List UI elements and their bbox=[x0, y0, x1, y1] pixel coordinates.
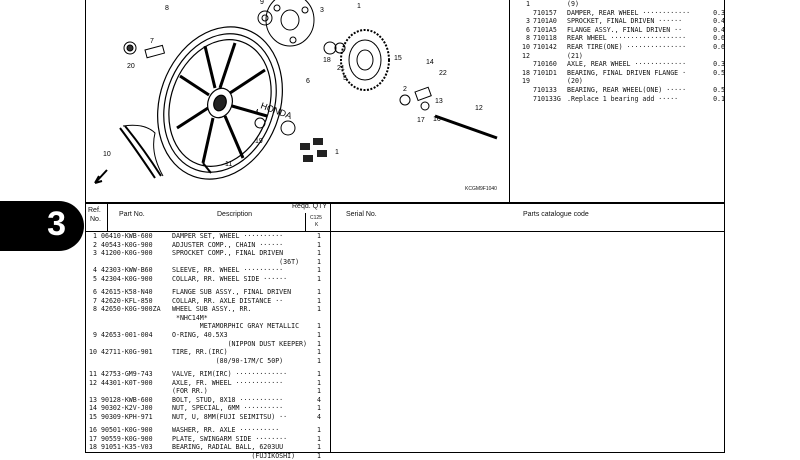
callout-21: 21 bbox=[337, 65, 345, 72]
callout-17: 17 bbox=[417, 117, 425, 124]
callout-11: 11 bbox=[225, 161, 232, 168]
header-catalogue-code: Parts catalogue code bbox=[523, 211, 589, 218]
callout-8: 8 bbox=[165, 5, 169, 12]
callout-3: 3 bbox=[320, 7, 324, 14]
header-reqd-qty: Reqd. QTY bbox=[292, 203, 328, 210]
callout-1: 1 bbox=[357, 3, 361, 10]
side-list-row: 19(20) bbox=[522, 77, 583, 86]
callout-1b: 1 bbox=[335, 149, 339, 156]
valve-drawing bbox=[202, 162, 212, 174]
side-list-row: 710133G.Replace 1 bearing add ·····0.1 bbox=[533, 94, 725, 103]
callout-22: 22 bbox=[439, 70, 447, 77]
col-divider bbox=[305, 213, 306, 231]
callout-6: 6 bbox=[306, 78, 310, 85]
callout-10: 10 bbox=[103, 151, 111, 158]
table-row: (FUJIKOSHI)1 bbox=[172, 451, 321, 460]
callout-9: 9 bbox=[260, 0, 264, 6]
header-ref: Ref. bbox=[88, 207, 101, 214]
damper-set-drawing bbox=[300, 138, 327, 162]
side-list-row: 1(9) bbox=[526, 0, 579, 8]
table-row: (FOR RR.)1 bbox=[172, 387, 321, 396]
diagram-frame bbox=[85, 0, 725, 203]
chapter-number: 3 bbox=[47, 205, 66, 243]
callout-15: 15 bbox=[394, 55, 402, 62]
rear-wheel-drawing bbox=[157, 26, 283, 180]
callout-4: 4 bbox=[255, 109, 259, 116]
col-divider bbox=[107, 203, 108, 231]
callout-18: 18 bbox=[323, 57, 331, 64]
callout-20: 20 bbox=[127, 63, 135, 70]
callout-5: 5 bbox=[343, 75, 347, 82]
col-divider bbox=[330, 203, 331, 453]
table-row: (NIPPON DUST KEEPER)1 bbox=[172, 339, 321, 348]
callout-2: 2 bbox=[403, 86, 407, 93]
bearing-drawings bbox=[123, 10, 432, 136]
side-list-row: 12(21) bbox=[522, 51, 583, 60]
diagram-divider bbox=[509, 0, 510, 203]
axle-drawing bbox=[434, 114, 498, 140]
callout-12: 12 bbox=[475, 105, 483, 112]
diagram-code: KCGM9F1040 bbox=[465, 186, 497, 192]
chapter-tab: 3 bbox=[0, 201, 84, 251]
callout-16: 16 bbox=[433, 116, 441, 123]
front-arrow-icon bbox=[94, 169, 108, 184]
tire-outline bbox=[122, 124, 164, 177]
exploded-diagram: HONDA bbox=[85, 0, 510, 203]
header-part-no: Part No. bbox=[119, 211, 145, 218]
header-rule bbox=[85, 231, 725, 232]
wheel-brand-text: HONDA bbox=[259, 100, 293, 121]
rear-wheel-exploded-view: HONDA bbox=[94, 0, 498, 184]
callout-19: 19 bbox=[255, 138, 263, 145]
table-row: (36T)1 bbox=[172, 257, 321, 266]
header-model: C125 bbox=[310, 215, 322, 221]
callout-14: 14 bbox=[426, 59, 434, 66]
sprocket-drawing bbox=[340, 29, 390, 91]
header-model-sub: K bbox=[315, 222, 319, 228]
callout-7: 7 bbox=[150, 38, 154, 45]
callouts: 8 7 20 9 3 1 15 14 22 2 18 21 5 6 17 16 … bbox=[103, 0, 483, 168]
final-driven-flange-drawing bbox=[265, 0, 315, 47]
header-serial-no: Serial No. bbox=[346, 211, 377, 218]
tire-section-drawing bbox=[119, 125, 162, 179]
callout-13: 13 bbox=[435, 98, 443, 105]
table-row: (80/90-17M/C 50P)1 bbox=[172, 356, 321, 365]
header-ref-no: No. bbox=[90, 216, 101, 223]
table-row: *NHC14M* bbox=[172, 313, 208, 322]
header-description: Description bbox=[217, 211, 253, 218]
